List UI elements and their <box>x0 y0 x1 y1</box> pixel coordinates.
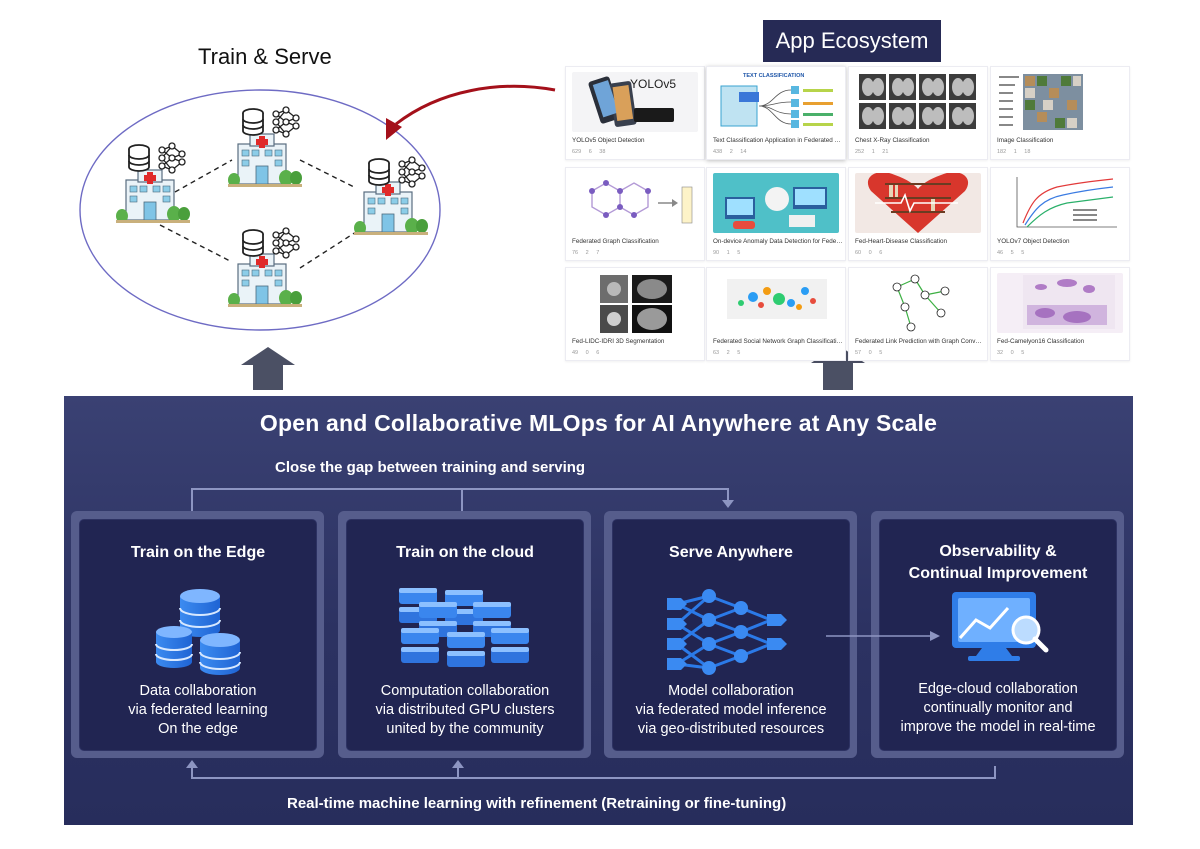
app-stats: 252 1 21 <box>855 149 889 155</box>
server-cluster-icon <box>399 588 529 667</box>
observability-card: Observability & Continual Improvement Ed… <box>880 520 1116 750</box>
app-stats: 182 1 18 <box>997 149 1031 155</box>
bottom-caption: Real-time machine learning with refineme… <box>287 795 787 812</box>
app-card[interactable]: Federated Graph Classification 76 2 7 <box>565 167 705 261</box>
card-description: Model collaboration via federated model … <box>635 683 827 737</box>
app-stats: 76 2 7 <box>572 250 600 256</box>
app-card[interactable]: Image Classification 182 1 18 <box>990 66 1130 160</box>
neural-network-icon <box>667 589 787 675</box>
app-stats: 629 6 38 <box>572 149 606 155</box>
train-edge-card: Train on the Edge Data collaboration via… <box>80 520 316 750</box>
monitor-analytics-icon <box>952 592 1049 661</box>
app-thumbnail <box>720 85 833 128</box>
app-thumbnail <box>725 187 827 229</box>
app-thumbnail <box>859 74 976 129</box>
app-card[interactable]: Fed-Camelyon16 Classification 32 0 5 <box>990 267 1130 361</box>
card-description: Data collaboration via federated learnin… <box>128 683 268 737</box>
card-description: Computation collaboration via distribute… <box>375 683 555 737</box>
app-card[interactable]: Federated Link Prediction with Graph Con… <box>848 267 988 361</box>
app-thumbnail <box>1023 275 1115 329</box>
app-stats: 438 2 14 <box>713 149 747 155</box>
app-card[interactable]: Fed-LIDC-IDRI 3D Segmentation 49 0 6 <box>565 267 705 361</box>
card-title: Train on the cloud <box>396 544 534 561</box>
card-title: Train on the Edge <box>130 544 266 561</box>
app-card[interactable]: Federated Social Network Graph Classific… <box>706 267 846 361</box>
app-card[interactable]: Fed-Heart-Disease Classification 60 0 6 <box>848 167 988 261</box>
train-serve-title: Train & Serve <box>198 44 332 69</box>
app-card[interactable]: Chest X-Ray Classification 252 1 21 <box>848 66 988 160</box>
app-thumb-text: TEXT CLASSIFICATION <box>743 73 805 79</box>
app-thumbnail <box>600 275 672 333</box>
app-card[interactable]: YOLOv7 Object Detection 46 5 5 <box>990 167 1130 261</box>
app-stats: 90 1 5 <box>713 250 741 256</box>
app-stats: 60 0 6 <box>855 250 883 256</box>
app-ecosystem-title: App Ecosystem <box>763 20 941 62</box>
card-description: Edge-cloud collaboration continually mon… <box>900 681 1096 735</box>
app-stats: 46 5 5 <box>997 250 1025 256</box>
app-thumbnail <box>868 173 968 233</box>
app-stats: 32 0 5 <box>997 350 1025 356</box>
app-thumbnail <box>589 180 693 224</box>
app-thumbnail <box>1016 177 1117 228</box>
app-thumbnail <box>727 279 827 319</box>
database-stack-icon <box>155 589 241 675</box>
app-thumbnail <box>999 74 1083 130</box>
train-cloud-card: Train on the cloud Computation collabora… <box>347 520 583 750</box>
app-thumb-text: YOLOv5 <box>630 77 677 91</box>
card-title: Observability & Continual Improvement <box>908 543 1088 582</box>
panel-title: Open and Collaborative MLOps for AI Anyw… <box>259 410 938 436</box>
app-stats: 57 0 5 <box>855 350 883 356</box>
top-caption: Close the gap between training and servi… <box>275 459 586 476</box>
app-card[interactable]: TEXT CLASSIFICATION Text Classification … <box>706 66 846 160</box>
app-thumbnail <box>892 274 950 332</box>
app-thumbnail <box>588 76 674 127</box>
app-stats: 49 0 6 <box>572 350 600 356</box>
app-card[interactable]: YOLOv5 YOLOv5 Object Detection 629 6 38 <box>565 66 705 160</box>
app-stats: 63 2 5 <box>713 350 741 356</box>
app-card[interactable]: On-device Anomaly Data Detection for Fed… <box>706 167 846 261</box>
card-title: Serve Anywhere <box>669 544 793 561</box>
serve-anywhere-card: Serve Anywhere Model collaboration via f… <box>613 520 849 750</box>
